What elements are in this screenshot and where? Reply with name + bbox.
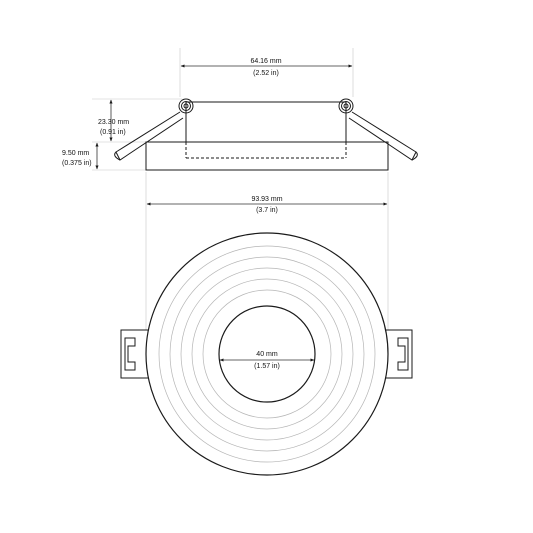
left-spring-clip bbox=[114, 98, 194, 161]
dim-total-height-in: (0.91 in) bbox=[100, 129, 126, 136]
dim-top-width: 64.16 mm (2.52 in) bbox=[180, 58, 353, 77]
inner-aperture bbox=[218, 305, 316, 403]
dim-flange-height-mm: 9.50 mm bbox=[62, 150, 89, 157]
dim-total-height: 23.30 mm (0.91 in) bbox=[98, 99, 129, 142]
dim-inner-diameter: 40 mm (1.57 in) bbox=[219, 351, 315, 370]
dim-flange-height: 9.50 mm (0.375 in) bbox=[62, 142, 99, 170]
baffle-rings bbox=[158, 245, 376, 463]
dim-outer-diameter-mm: 93.93 mm bbox=[251, 196, 282, 203]
dim-total-height-mm: 23.30 mm bbox=[98, 119, 129, 126]
dim-flange-height-in: (0.375 in) bbox=[62, 160, 92, 167]
baffle-ring-5 bbox=[202, 289, 332, 419]
dim-top-width-in: (2.52 in) bbox=[253, 70, 279, 77]
side-body bbox=[185, 101, 347, 143]
side-view bbox=[92, 48, 418, 171]
dim-outer-diameter: 93.93 mm (3.7 in) bbox=[146, 196, 388, 214]
dim-outer-diameter-in: (3.7 in) bbox=[256, 207, 278, 214]
baffle-ring-1 bbox=[158, 245, 376, 463]
baffle-ring-3 bbox=[180, 267, 354, 441]
baffle-ring-4 bbox=[191, 278, 343, 430]
right-spring-clip bbox=[338, 98, 418, 161]
baffle-ring-2 bbox=[169, 256, 365, 452]
dim-inner-diameter-mm: 40 mm bbox=[256, 351, 278, 358]
dim-top-width-mm: 64.16 mm bbox=[250, 58, 281, 65]
side-flange bbox=[145, 141, 389, 171]
dim-inner-diameter-in: (1.57 in) bbox=[254, 363, 280, 370]
